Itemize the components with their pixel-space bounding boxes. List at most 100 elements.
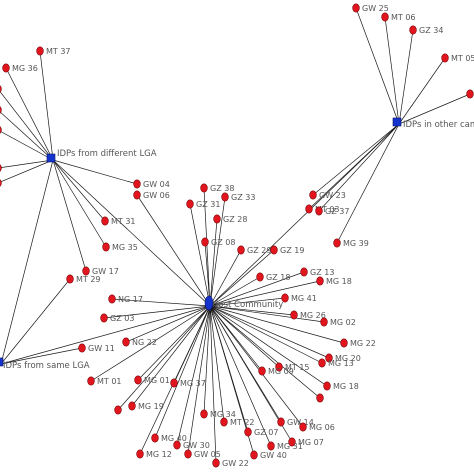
leaf-node[interactable]: [290, 310, 298, 320]
leaf-node[interactable]: [277, 417, 285, 427]
node-label: MT 31: [111, 217, 136, 226]
hub-node[interactable]: [392, 117, 402, 127]
leaf-node[interactable]: [134, 375, 142, 385]
leaf-node[interactable]: [316, 393, 324, 403]
leaf-node[interactable]: [173, 440, 181, 450]
leaf-node[interactable]: [0, 179, 2, 187]
leaf-node[interactable]: [299, 422, 307, 432]
leaf-node[interactable]: [320, 317, 328, 327]
leaf-node[interactable]: [133, 179, 141, 189]
leaf-node[interactable]: [270, 245, 278, 255]
edge: [209, 305, 304, 428]
edge: [209, 305, 330, 359]
leaf-node[interactable]: [128, 401, 136, 411]
edge: [209, 249, 275, 307]
leaf-node[interactable]: [441, 53, 449, 63]
leaf-node[interactable]: [220, 417, 228, 427]
leaf-node[interactable]: [409, 25, 417, 35]
leaf-node[interactable]: [122, 337, 130, 347]
leaf-node[interactable]: [333, 238, 341, 248]
leaf-node[interactable]: [250, 450, 258, 460]
edge: [398, 57, 446, 125]
leaf-node[interactable]: [221, 192, 229, 202]
leaf-node[interactable]: [352, 3, 360, 13]
leaf-node[interactable]: [281, 293, 289, 303]
node-label: MG 40: [161, 434, 187, 443]
leaf-node[interactable]: [36, 46, 44, 56]
node-label: MG 41: [291, 294, 317, 303]
leaf-node[interactable]: [323, 381, 331, 391]
node-label: MT 06: [391, 13, 416, 22]
leaf-node[interactable]: [101, 216, 109, 226]
leaf-node[interactable]: [466, 89, 474, 99]
leaf-node[interactable]: [78, 343, 86, 353]
leaf-node[interactable]: [244, 427, 252, 437]
leaf-node[interactable]: [82, 266, 90, 276]
leaf-node[interactable]: [136, 449, 144, 459]
leaf-node[interactable]: [300, 267, 308, 277]
leaf-node[interactable]: [2, 63, 10, 73]
leaf-node[interactable]: [0, 164, 2, 172]
leaf-node[interactable]: [0, 85, 2, 93]
edge: [189, 203, 211, 307]
leaf-node[interactable]: [315, 206, 323, 216]
leaf-node[interactable]: [100, 313, 108, 323]
leaf-node[interactable]: [381, 12, 389, 22]
node-label: GW 22: [222, 459, 249, 468]
edge: [137, 305, 211, 381]
leaf-node[interactable]: [200, 409, 208, 419]
leaf-node[interactable]: [212, 458, 220, 468]
leaf-node[interactable]: [170, 378, 178, 388]
edge: [154, 305, 211, 439]
node-label: MT 03: [315, 205, 340, 214]
leaf-node[interactable]: [256, 272, 264, 282]
leaf-node[interactable]: [87, 376, 95, 386]
node-label: GZ 38: [210, 184, 234, 193]
leaf-node[interactable]: [275, 362, 283, 372]
node-label: GZ 37: [325, 207, 349, 216]
node-label: GW 23: [319, 191, 346, 200]
leaf-node[interactable]: [316, 276, 324, 286]
leaf-node[interactable]: [186, 199, 194, 209]
leaf-node[interactable]: [114, 405, 122, 415]
hub-node[interactable]: [204, 295, 214, 311]
leaf-node[interactable]: [102, 242, 110, 252]
edge: [355, 7, 400, 125]
edge: [203, 187, 211, 307]
leaf-node[interactable]: [201, 237, 209, 247]
edge: [384, 16, 400, 125]
edge: [176, 305, 211, 446]
node-label: GW 14: [287, 418, 314, 427]
leaf-node[interactable]: [66, 274, 74, 284]
leaf-node[interactable]: [0, 126, 2, 134]
leaf-node[interactable]: [288, 437, 296, 447]
leaf-node[interactable]: [237, 245, 245, 255]
hub-label: IDPs from different LGA: [57, 149, 157, 159]
edge: [209, 276, 261, 307]
leaf-node[interactable]: [325, 353, 333, 363]
node-label: GW 25: [362, 4, 389, 13]
edge: [0, 91, 54, 161]
leaf-node[interactable]: [305, 204, 313, 214]
leaf-node[interactable]: [133, 190, 141, 200]
edge: [39, 50, 54, 161]
node-label: MG 20: [335, 354, 361, 363]
leaf-node[interactable]: [108, 294, 116, 304]
leaf-node[interactable]: [309, 190, 317, 200]
leaf-node[interactable]: [267, 441, 275, 451]
leaf-node[interactable]: [340, 338, 348, 348]
leaf-node[interactable]: [318, 358, 326, 368]
leaf-node[interactable]: [200, 183, 208, 193]
node-label: GW 06: [143, 191, 170, 200]
node-label: MG 35: [112, 243, 138, 252]
node-label: GZ 28: [223, 215, 247, 224]
leaf-node[interactable]: [0, 106, 2, 114]
leaf-node[interactable]: [151, 433, 159, 443]
leaf-node[interactable]: [184, 449, 192, 459]
hub-node[interactable]: [46, 153, 56, 163]
node-label: MG 09: [268, 367, 294, 376]
leaf-node[interactable]: [258, 366, 266, 376]
leaf-node[interactable]: [213, 214, 221, 224]
hub-node[interactable]: [0, 357, 4, 367]
